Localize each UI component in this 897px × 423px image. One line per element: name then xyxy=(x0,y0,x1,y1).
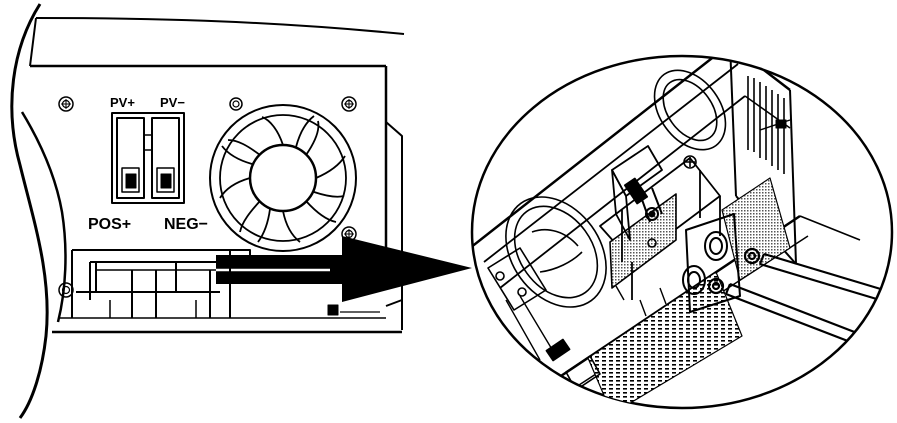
pv-minus-terminal xyxy=(151,117,180,199)
screw-bottom-left xyxy=(58,282,74,298)
neg-minus-label: NEG− xyxy=(164,216,208,233)
zoom-arrow xyxy=(216,236,472,318)
pv-terminal-block xyxy=(111,112,185,204)
pv-plus-label: PV+ xyxy=(110,95,135,110)
screw-top-left xyxy=(58,96,74,112)
internal-fan-left xyxy=(505,196,607,308)
panel-back-edge xyxy=(35,17,405,35)
pv-terminal-block-magnified xyxy=(611,145,663,241)
magnifier-circle xyxy=(470,54,894,410)
side-vent-slots xyxy=(747,76,785,174)
cable-grommets xyxy=(682,213,741,313)
internal-fan-top xyxy=(653,69,727,151)
housing-curve xyxy=(10,3,49,419)
pv-cable-negative xyxy=(707,277,871,350)
pos-plus-label: POS+ xyxy=(88,216,131,233)
cooling-fan xyxy=(209,104,357,252)
pv-cable-positive xyxy=(743,247,885,302)
magnified-view xyxy=(470,54,894,410)
pv-plus-terminal xyxy=(116,117,145,199)
pv-minus-label: PV− xyxy=(160,95,185,110)
housing-inner-curve xyxy=(20,111,67,323)
screw-top-right xyxy=(341,96,357,112)
bracket-screw xyxy=(647,155,697,248)
terminal-bracket xyxy=(71,249,251,318)
screw-fan-top xyxy=(229,97,243,111)
inverter-panel xyxy=(10,3,405,419)
